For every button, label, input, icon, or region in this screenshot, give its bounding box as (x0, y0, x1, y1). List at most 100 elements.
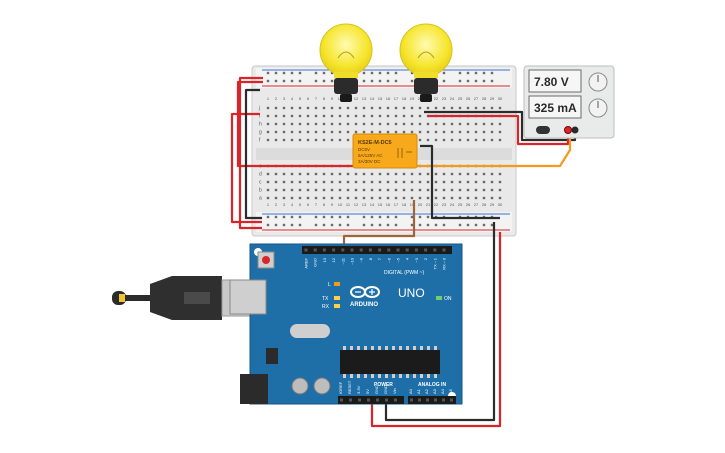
breadboard-hole[interactable] (282, 223, 286, 227)
breadboard-hole[interactable] (410, 114, 414, 118)
terminal-negative[interactable] (571, 126, 579, 134)
breadboard-hole[interactable] (498, 180, 502, 184)
breadboard-hole[interactable] (338, 215, 342, 219)
breadboard-hole[interactable] (338, 196, 342, 200)
breadboard-hole[interactable] (434, 122, 438, 126)
breadboard-hole[interactable] (330, 138, 334, 142)
breadboard-hole[interactable] (290, 188, 294, 192)
digital-pin[interactable] (405, 248, 409, 252)
breadboard-hole[interactable] (442, 180, 446, 184)
breadboard-hole[interactable] (474, 138, 478, 142)
breadboard-hole[interactable] (314, 180, 318, 184)
terminal-positive[interactable] (564, 126, 572, 134)
breadboard-hole[interactable] (474, 196, 478, 200)
breadboard-hole[interactable] (490, 138, 494, 142)
breadboard-hole[interactable] (314, 188, 318, 192)
breadboard-hole[interactable] (386, 215, 390, 219)
breadboard-hole[interactable] (362, 106, 366, 110)
breadboard-hole[interactable] (306, 114, 310, 118)
breadboard-hole[interactable] (386, 130, 390, 134)
breadboard-hole[interactable] (330, 114, 334, 118)
breadboard-hole[interactable] (466, 196, 470, 200)
breadboard-hole[interactable] (322, 71, 326, 75)
breadboard-hole[interactable] (370, 130, 374, 134)
breadboard-hole[interactable] (282, 71, 286, 75)
breadboard-hole[interactable] (290, 122, 294, 126)
breadboard-hole[interactable] (450, 180, 454, 184)
breadboard-hole[interactable] (498, 122, 502, 126)
breadboard-hole[interactable] (338, 114, 342, 118)
breadboard-hole[interactable] (498, 172, 502, 176)
breadboard-hole[interactable] (458, 172, 462, 176)
breadboard-hole[interactable] (394, 114, 398, 118)
breadboard-hole[interactable] (434, 196, 438, 200)
power-pin[interactable] (358, 398, 361, 402)
breadboard-hole[interactable] (314, 130, 318, 134)
power-switch[interactable] (536, 126, 550, 134)
breadboard-hole[interactable] (378, 196, 382, 200)
breadboard-hole[interactable] (362, 71, 366, 75)
power-pin[interactable] (385, 398, 388, 402)
breadboard-hole[interactable] (434, 188, 438, 192)
breadboard-hole[interactable] (370, 71, 374, 75)
breadboard-hole[interactable] (290, 138, 294, 142)
breadboard-hole[interactable] (410, 196, 414, 200)
breadboard-hole[interactable] (282, 188, 286, 192)
breadboard-hole[interactable] (410, 188, 414, 192)
breadboard-hole[interactable] (490, 188, 494, 192)
breadboard-hole[interactable] (290, 71, 294, 75)
breadboard-hole[interactable] (298, 180, 302, 184)
analog-pin[interactable] (442, 398, 445, 402)
breadboard-hole[interactable] (322, 138, 326, 142)
breadboard-hole[interactable] (314, 172, 318, 176)
breadboard-hole[interactable] (426, 223, 430, 227)
breadboard-hole[interactable] (274, 196, 278, 200)
breadboard-hole[interactable] (322, 122, 326, 126)
digital-header[interactable] (302, 246, 452, 254)
breadboard-hole[interactable] (298, 79, 302, 83)
breadboard-hole[interactable] (378, 114, 382, 118)
breadboard-hole[interactable] (266, 114, 270, 118)
breadboard-hole[interactable] (442, 223, 446, 227)
breadboard-hole[interactable] (266, 106, 270, 110)
breadboard-hole[interactable] (466, 172, 470, 176)
breadboard-hole[interactable] (402, 188, 406, 192)
breadboard-hole[interactable] (330, 188, 334, 192)
breadboard-hole[interactable] (386, 114, 390, 118)
power-pin[interactable] (367, 398, 370, 402)
breadboard-hole[interactable] (474, 130, 478, 134)
breadboard-hole[interactable] (498, 130, 502, 134)
breadboard-hole[interactable] (466, 188, 470, 192)
breadboard-hole[interactable] (482, 196, 486, 200)
breadboard-hole[interactable] (450, 138, 454, 142)
digital-pin[interactable] (304, 248, 308, 252)
breadboard-hole[interactable] (482, 130, 486, 134)
breadboard-hole[interactable] (322, 130, 326, 134)
breadboard-hole[interactable] (426, 180, 430, 184)
breadboard-hole[interactable] (282, 196, 286, 200)
breadboard-hole[interactable] (370, 223, 374, 227)
breadboard-hole[interactable] (266, 138, 270, 142)
breadboard-hole[interactable] (290, 130, 294, 134)
breadboard-hole[interactable] (434, 172, 438, 176)
breadboard-hole[interactable] (338, 122, 342, 126)
breadboard-hole[interactable] (306, 122, 310, 126)
breadboard-hole[interactable] (346, 172, 350, 176)
breadboard-hole[interactable] (450, 196, 454, 200)
breadboard-hole[interactable] (378, 122, 382, 126)
light-bulb-2[interactable] (399, 23, 453, 102)
breadboard-hole[interactable] (466, 79, 470, 83)
breadboard-hole[interactable] (490, 71, 494, 75)
breadboard-hole[interactable] (370, 106, 374, 110)
breadboard-hole[interactable] (282, 122, 286, 126)
breadboard-hole[interactable] (450, 188, 454, 192)
digital-pin[interactable] (442, 248, 446, 252)
breadboard-hole[interactable] (394, 215, 398, 219)
breadboard-hole[interactable] (378, 71, 382, 75)
breadboard-hole[interactable] (418, 114, 422, 118)
breadboard-hole[interactable] (306, 130, 310, 134)
breadboard-hole[interactable] (306, 196, 310, 200)
breadboard-hole[interactable] (418, 196, 422, 200)
power-pin[interactable] (349, 398, 352, 402)
